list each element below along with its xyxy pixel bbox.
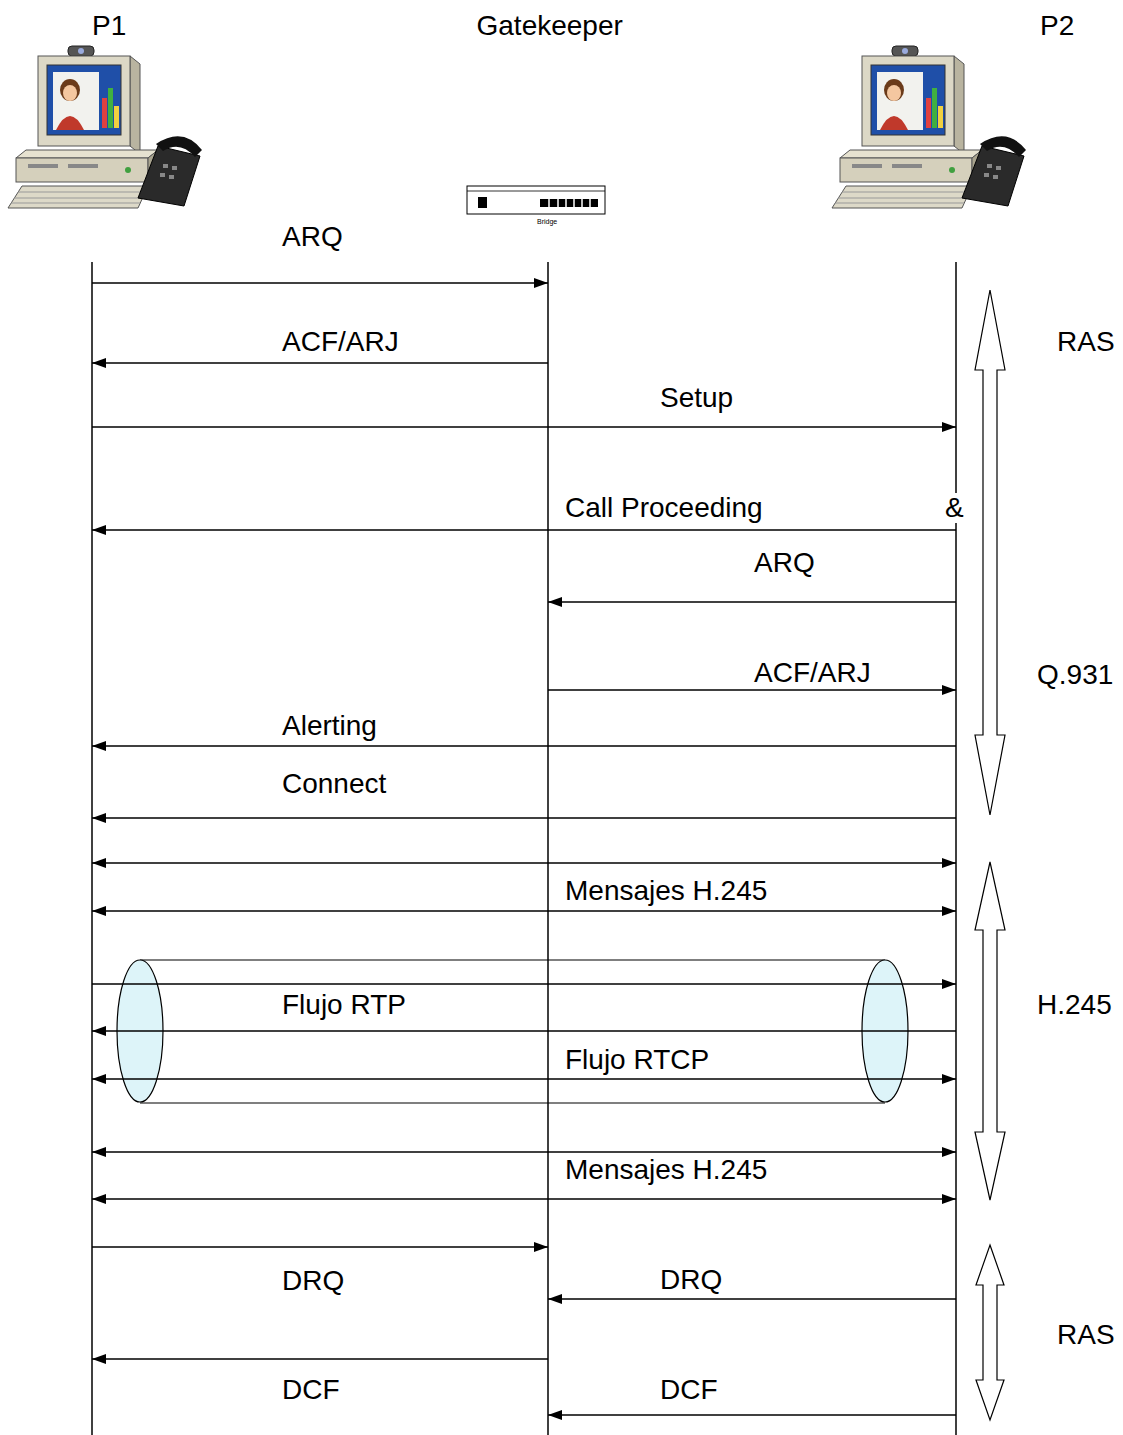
message-label: Call Proceeding — [563, 493, 765, 522]
message-arrow — [548, 601, 956, 603]
message-arrow — [92, 426, 956, 428]
lifeline — [92, 262, 956, 1435]
bridge-device — [467, 191, 605, 192]
device-label: Bridge — [536, 218, 558, 226]
bridge-device — [557, 199, 559, 207]
message-label: Alerting — [280, 711, 379, 740]
message-label: DCF — [280, 1375, 342, 1404]
media-tube — [140, 959, 885, 960]
phase-label: H.245 — [1035, 990, 1114, 1019]
participant-header: Gatekeeper — [473, 9, 630, 43]
message-label: Setup — [658, 383, 735, 412]
message-label: ACF/ARJ — [752, 658, 873, 687]
message-arrow — [92, 910, 956, 912]
participant-header: P2 — [1036, 9, 1081, 43]
message-arrow — [548, 689, 956, 691]
message-arrow — [548, 1298, 956, 1300]
participant-name: P2 — [1040, 11, 1077, 40]
bridge-device — [478, 197, 487, 208]
bridge-device — [467, 186, 605, 214]
computer-icon — [8, 46, 202, 208]
message-arrow — [92, 1246, 548, 1248]
message-label: ACF/ARJ — [280, 327, 401, 356]
phase-label: Q.931 — [1035, 660, 1115, 689]
message-label: Mensajes H.245 — [563, 876, 769, 905]
message-arrow — [92, 1198, 956, 1200]
bridge-device — [589, 199, 591, 207]
bridge-device — [540, 199, 598, 207]
message-arrow — [92, 529, 956, 531]
lifeline — [91, 262, 93, 1435]
lifeline — [955, 262, 957, 1435]
message-arrow — [92, 1030, 956, 1032]
message-label: & — [943, 493, 966, 522]
lifeline — [547, 262, 549, 1435]
computer-icon — [832, 46, 1026, 208]
bridge-device — [573, 199, 575, 207]
message-arrow — [92, 817, 956, 819]
phase-bracket — [976, 1245, 1004, 1420]
phase-bracket — [975, 290, 1005, 815]
bridge-device — [581, 199, 583, 207]
message-label: Mensajes H.245 — [563, 1155, 769, 1184]
phase-label: RAS — [1055, 327, 1117, 356]
phase-bracket — [975, 862, 1005, 1200]
message-arrow — [92, 862, 956, 864]
message-arrow — [548, 1414, 956, 1416]
phase-label: RAS — [1055, 1320, 1117, 1349]
phase-bracket — [975, 290, 1005, 1420]
bridge-device — [565, 199, 567, 207]
message-arrow — [92, 362, 548, 364]
participant-name: Gatekeeper — [477, 11, 626, 40]
bridge-device — [548, 199, 550, 207]
message-arrow — [92, 1358, 548, 1360]
message-arrow — [92, 1151, 956, 1153]
message-label: ARQ — [280, 222, 345, 251]
message-label: ARQ — [752, 548, 817, 577]
message-label: DRQ — [658, 1265, 724, 1294]
bridge-device — [467, 186, 605, 214]
participant-header: P1 — [88, 9, 133, 43]
media-tube — [140, 1102, 885, 1103]
message-arrow — [92, 745, 956, 747]
message-arrow — [92, 1078, 956, 1080]
message-arrow — [92, 983, 956, 985]
message-label: DRQ — [280, 1266, 346, 1295]
message-label: DCF — [658, 1375, 720, 1404]
message-label: Connect — [280, 769, 388, 798]
participant-name: P1 — [92, 11, 129, 40]
message-arrow — [92, 282, 548, 284]
message-label: Flujo RTP — [280, 990, 408, 1019]
message-label: Flujo RTCP — [563, 1045, 711, 1074]
